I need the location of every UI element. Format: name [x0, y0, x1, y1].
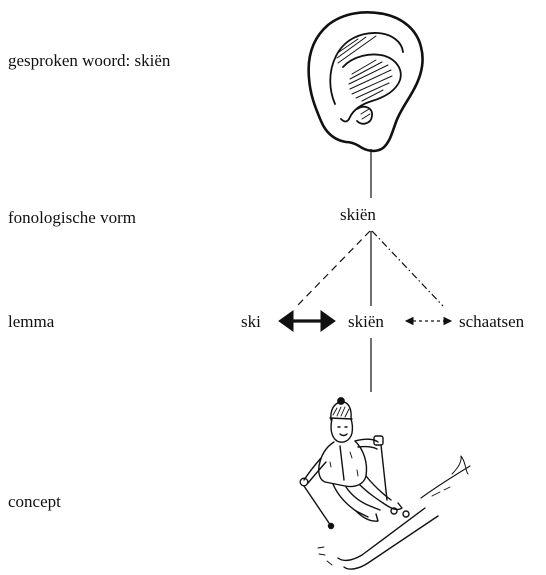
node-phonological-form: skiën	[340, 206, 376, 223]
row-label-lemma: lemma	[8, 313, 54, 330]
skier-icon	[300, 398, 470, 569]
node-lemma-skien: skiën	[348, 313, 384, 330]
link-phon-schaatsen	[372, 231, 443, 306]
row-label-phonological-form: fonologische vorm	[8, 209, 136, 226]
ear-icon	[309, 12, 423, 151]
row-label-concept: concept	[8, 493, 61, 510]
node-lemma-schaatsen: schaatsen	[459, 313, 524, 330]
row-label-spoken-word: gesproken woord: skiën	[8, 52, 170, 69]
weak-link-skien-schaatsen	[406, 318, 451, 325]
link-phon-ski	[297, 231, 370, 306]
node-lemma-ski: ski	[241, 313, 261, 330]
strong-link-ski-skien	[279, 311, 335, 331]
